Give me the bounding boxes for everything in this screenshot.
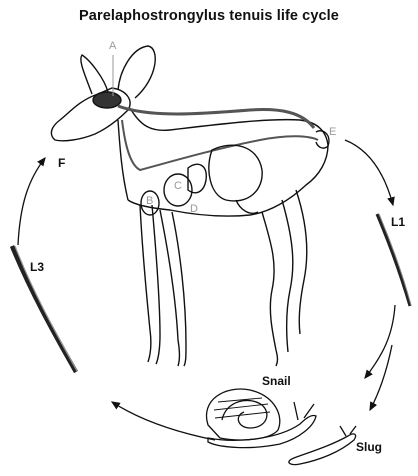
label-e: E	[329, 126, 336, 138]
deer-blood-vessel	[122, 120, 318, 170]
label-l1: L1	[391, 215, 405, 229]
label-c: C	[174, 180, 182, 192]
slug-illustration	[289, 426, 356, 465]
deer-ear-left	[81, 55, 108, 94]
label-d: D	[190, 203, 198, 215]
label-l3: L3	[30, 260, 44, 274]
snail-tentacles	[294, 402, 314, 420]
label-f: F	[58, 156, 65, 170]
label-snail: Snail	[262, 374, 291, 388]
arrow-l1-to-snail	[365, 305, 395, 378]
arrow-slug-to-l3	[112, 402, 215, 440]
arrow-e-to-l1	[345, 140, 393, 205]
arrow-l3-to-f	[18, 158, 45, 245]
deer-brain	[93, 92, 121, 108]
deer-front-leg-2	[160, 210, 186, 366]
deer-liver	[188, 164, 206, 193]
deer-front-leg-1	[140, 205, 160, 364]
l3-larva	[12, 246, 77, 372]
snail-illustration	[206, 389, 316, 448]
label-a: A	[109, 40, 116, 52]
label-slug: Slug	[356, 440, 382, 454]
deer-ear-right	[118, 46, 155, 98]
cycle-arrows	[18, 140, 395, 440]
deer-hind-leg-2	[296, 190, 307, 334]
deer-hind-leg-1	[262, 200, 293, 366]
deer-intestine	[236, 200, 258, 213]
label-b: B	[146, 195, 153, 207]
deer-stomach	[209, 145, 262, 201]
